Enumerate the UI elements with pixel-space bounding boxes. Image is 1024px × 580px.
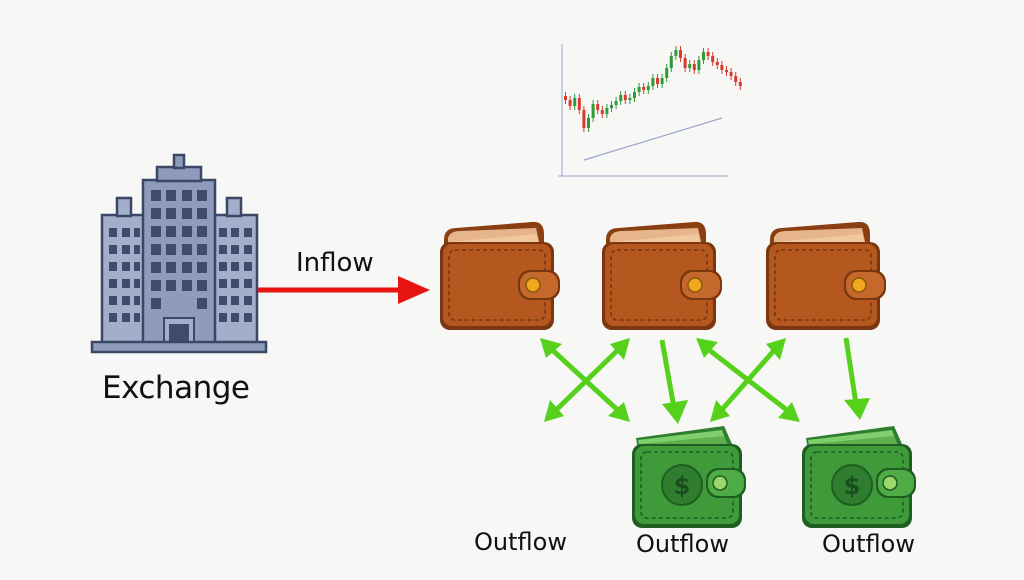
- exchange-label: Exchange: [102, 370, 250, 406]
- flow-arrows: [540, 337, 870, 424]
- outflow-label: Outflow: [636, 530, 729, 558]
- cash-wallet-icon: [801, 425, 917, 529]
- outflow-label: Outflow: [474, 528, 567, 556]
- candlestick-chart-icon: [558, 44, 742, 177]
- wallet-icon: [439, 221, 561, 331]
- inflow-label: Inflow: [296, 248, 374, 278]
- exchange-building-icon: [90, 153, 268, 354]
- inflow-arrow: [258, 276, 430, 304]
- outflow-label: Outflow: [822, 530, 915, 558]
- wallet-icon: [601, 221, 723, 331]
- wallet-icon: [765, 221, 887, 331]
- cash-wallet-icon: [631, 425, 747, 529]
